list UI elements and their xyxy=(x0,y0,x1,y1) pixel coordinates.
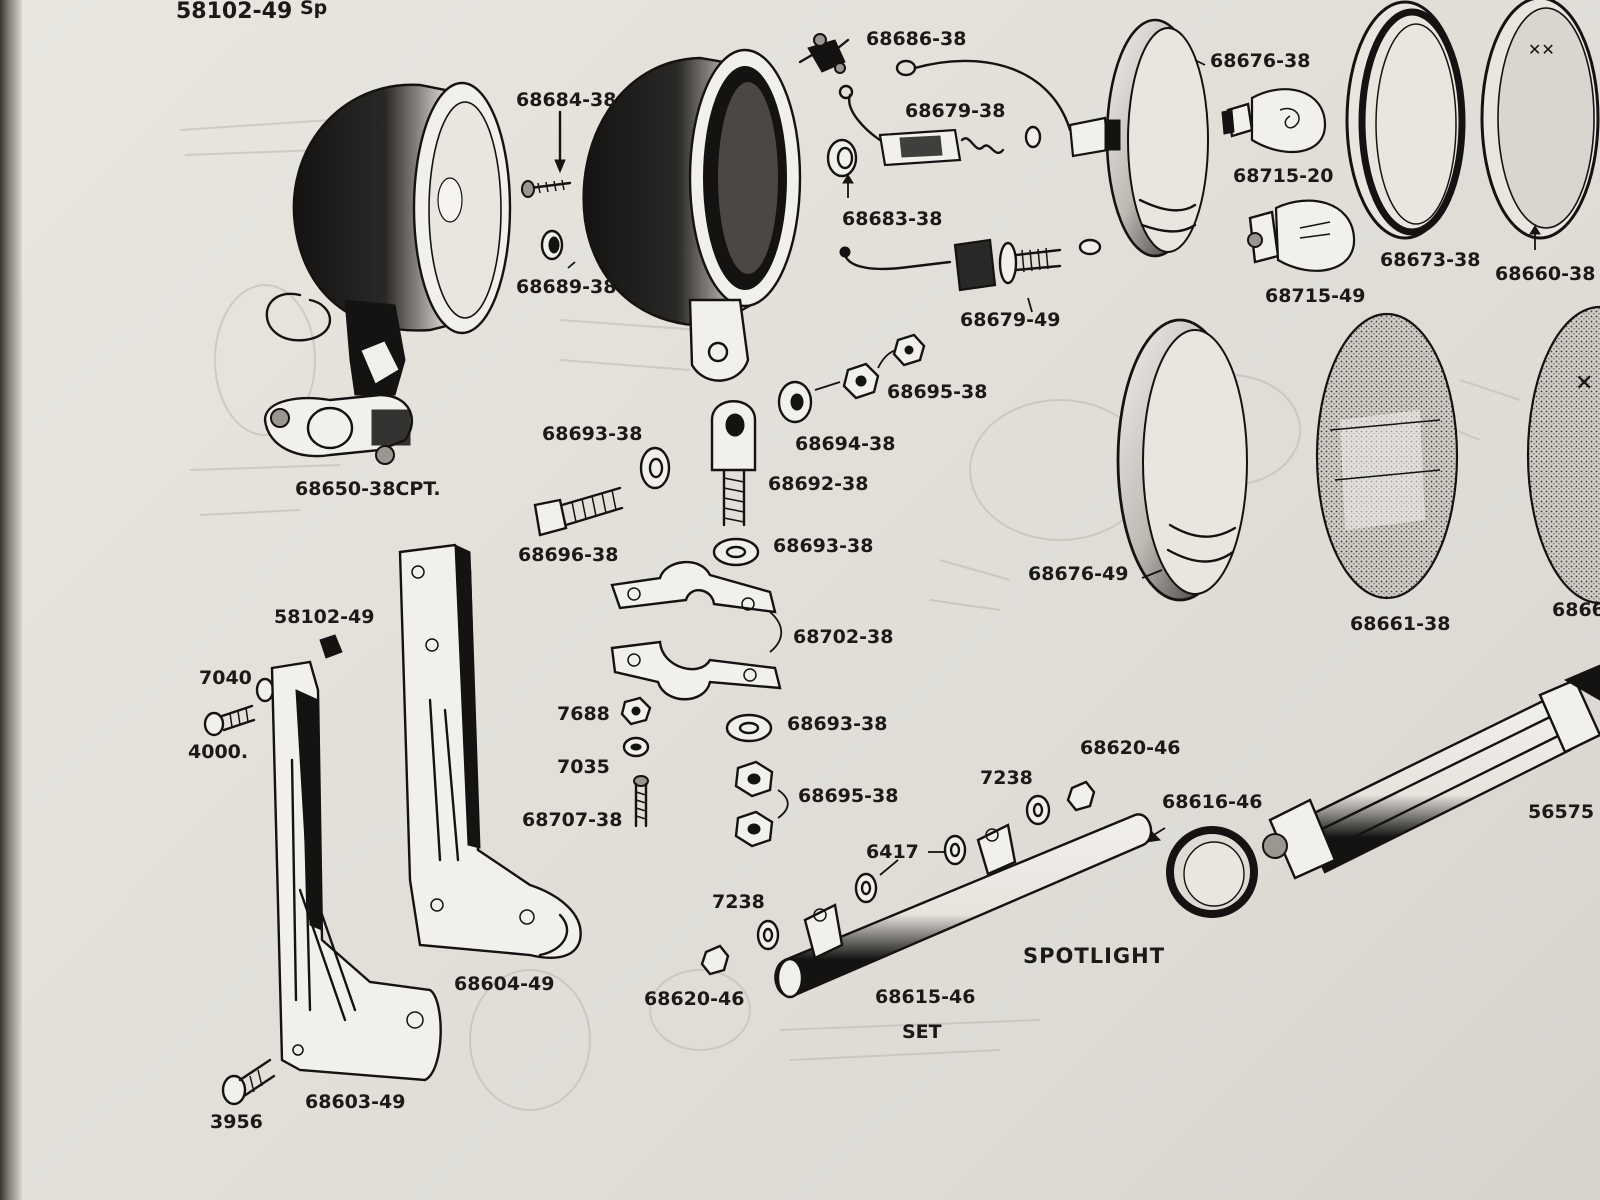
label-68693-38-c: 68693-38 xyxy=(787,713,887,735)
label-68684-38: 68684-38 xyxy=(516,89,616,111)
part-68693-38-washer-c xyxy=(725,713,773,743)
part-68684-screw xyxy=(521,110,572,198)
label-68650-38cpt: 68650-38CPT. xyxy=(295,478,441,500)
part-68715-20-bulb xyxy=(1221,88,1327,154)
label-68615-46: 68615-46 xyxy=(875,986,975,1008)
part-68702-38-clamp-halves xyxy=(610,560,783,701)
label-68692-38: 68692-38 xyxy=(768,473,868,495)
label-68702-38: 68702-38 xyxy=(793,626,893,648)
label-68715-49: 68715-49 xyxy=(1265,285,1365,307)
part-68715-49-bulb xyxy=(1247,199,1356,272)
svg-text:✕: ✕ xyxy=(1575,371,1593,396)
spotlight-assembly-illustration xyxy=(263,81,512,465)
label-68603-49: 68603-49 xyxy=(305,1091,405,1113)
label-68676-49: 68676-49 xyxy=(1028,563,1128,585)
label-58102-49: 58102-49 xyxy=(274,606,374,628)
label-7040: 7040 xyxy=(199,667,252,689)
part-68686-switch xyxy=(798,33,850,74)
part-3956-bolt xyxy=(221,1058,276,1106)
label-68660-38: 68660-38 xyxy=(1495,263,1595,285)
part-68620-46-setscrews xyxy=(700,780,1096,976)
label-68683-38: 68683-38 xyxy=(842,208,942,230)
part-68692-38-eyebolt xyxy=(710,400,757,527)
part-7688-nut xyxy=(620,696,652,726)
label-68695-38-upper: 68695-38 xyxy=(887,381,987,403)
part-68693-38-washer-a xyxy=(639,446,671,490)
label-68620-46-lower: 68620-46 xyxy=(644,988,744,1010)
label-set: SET xyxy=(902,1021,942,1043)
part-68661-38-lens xyxy=(1315,312,1459,600)
spotlight-shell-illustration xyxy=(582,48,802,382)
label-68694-38: 68694-38 xyxy=(795,433,895,455)
label-3956: 3956 xyxy=(210,1111,263,1133)
part-4000-screw xyxy=(203,704,256,737)
label-68693-38-b: 68693-38 xyxy=(773,535,873,557)
label-68679-38: 68679-38 xyxy=(905,100,1005,122)
label-56575-partial: 56575 xyxy=(1528,801,1594,823)
label-68695-38-lower: 68695-38 xyxy=(798,785,898,807)
part-56575-handle xyxy=(1145,664,1600,918)
part-68676-49-reflector xyxy=(1116,318,1248,602)
part-68689-grommet xyxy=(540,229,576,269)
label-68616-46: 68616-46 xyxy=(1162,791,1262,813)
label-68689-38: 68689-38 xyxy=(516,276,616,298)
header-title-fragment: Sp xyxy=(300,0,327,19)
part-68694-38-washer xyxy=(777,380,813,424)
label-7035: 7035 xyxy=(557,756,610,778)
label-68707-38: 68707-38 xyxy=(522,809,622,831)
part-7040-washer xyxy=(255,677,275,703)
label-68604-49: 68604-49 xyxy=(454,973,554,995)
part-58102-49-plug xyxy=(319,634,343,659)
part-68603-49-bracket xyxy=(270,660,442,1082)
label-6417: 6417 xyxy=(866,841,919,863)
label-68715-20: 68715-20 xyxy=(1233,165,1333,187)
part-68695-38-nuts-lower xyxy=(734,760,789,848)
part-number-labels: 68650-38CPT. 68684-38 68689-38 68686-38 … xyxy=(188,28,1600,1133)
label-68679-49: 68679-49 xyxy=(960,309,1060,331)
part-68679-49-socket xyxy=(839,238,1102,313)
page-header: 58102-49 Sp xyxy=(176,0,327,24)
label-68673-38: 68673-38 xyxy=(1380,249,1480,271)
part-68660-38-lens: ✕✕ xyxy=(1480,0,1600,250)
part-68695-38-nuts-upper xyxy=(814,333,926,400)
label-68676-38: 68676-38 xyxy=(1210,50,1310,72)
part-7035-lockwasher xyxy=(622,736,650,758)
page-binding-edge xyxy=(0,0,22,1200)
part-68679-38-cable xyxy=(838,59,1072,167)
part-68615-46-tube xyxy=(774,813,1153,999)
part-7238-washers xyxy=(756,794,1051,951)
label-68693-38-a: 68693-38 xyxy=(542,423,642,445)
part-68673-38-rim xyxy=(1345,0,1466,240)
label-7238-upper: 7238 xyxy=(980,767,1033,789)
header-part-code: 58102-49 xyxy=(176,0,292,24)
svg-text:✕✕: ✕✕ xyxy=(1528,40,1555,59)
label-4000: 4000. xyxy=(188,741,248,763)
part-68604-49-bracket xyxy=(398,543,582,959)
part-68683-grommet xyxy=(826,138,858,198)
label-68661-38: 68661-38 xyxy=(1350,613,1450,635)
part-68696-38-bolt xyxy=(533,486,624,537)
part-6866x-lens-partial: ✕ xyxy=(1526,305,1600,605)
label-68620-46-upper: 68620-46 xyxy=(1080,737,1180,759)
part-68676-38-reflector xyxy=(1068,18,1209,258)
label-7688: 7688 xyxy=(557,703,610,725)
part-6417-washers xyxy=(854,834,967,904)
part-68707-38-screw xyxy=(633,775,649,828)
part-68693-38-washer-b xyxy=(712,537,760,567)
label-7238-lower: 7238 xyxy=(712,891,765,913)
label-68686-38: 68686-38 xyxy=(866,28,966,50)
label-spotlight: SPOTLIGHT xyxy=(1023,944,1165,968)
label-6866x-partial: 6866 xyxy=(1552,599,1600,621)
label-68696-38: 68696-38 xyxy=(518,544,618,566)
